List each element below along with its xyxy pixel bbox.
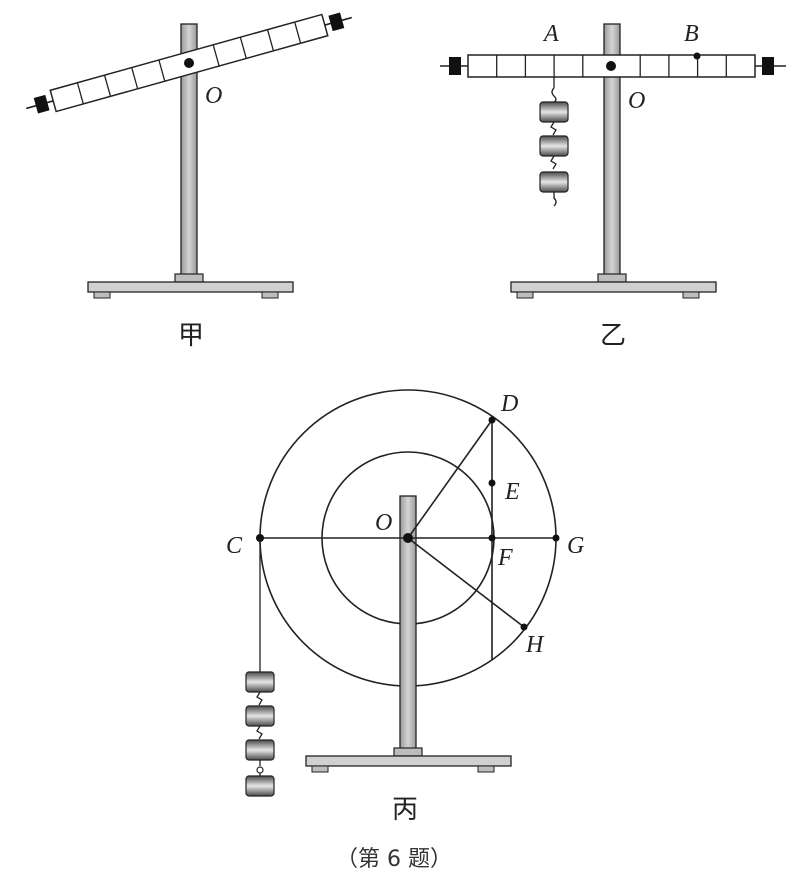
hanging-weights-a: [539, 77, 569, 207]
weight: [245, 705, 275, 727]
stand-base: [87, 281, 294, 293]
label-d: D: [500, 391, 518, 417]
pivot-point: [606, 61, 616, 71]
base-foot-right: [261, 291, 279, 299]
stand-base: [305, 755, 512, 767]
weight: [539, 135, 569, 157]
weight: [539, 101, 569, 123]
caption-bing: 丙: [392, 795, 418, 825]
point-h: [520, 623, 528, 631]
question-footnote: （第 6 题）: [336, 847, 452, 872]
base-foot-left: [516, 291, 534, 299]
label-c: C: [226, 533, 243, 559]
point-b: [693, 52, 701, 60]
label-g: G: [567, 533, 584, 559]
weight: [539, 171, 569, 193]
stand-collar: [393, 747, 423, 757]
base-foot-right: [682, 291, 700, 299]
label-b: B: [684, 21, 699, 47]
stand-collar: [174, 273, 204, 283]
weight: [245, 671, 275, 693]
caption-jia: 甲: [178, 321, 204, 351]
point-f: [488, 534, 496, 542]
base-foot-left: [311, 765, 329, 773]
line-od: [407, 419, 493, 539]
point-g: [552, 534, 560, 542]
hanging-weights-c: [245, 538, 275, 797]
pivot-label: O: [628, 88, 645, 114]
figure-yi: A B O 乙: [440, 21, 786, 351]
stand-collar: [597, 273, 627, 283]
label-f: F: [497, 545, 513, 571]
pivot-label: O: [205, 83, 222, 109]
weight: [245, 739, 275, 761]
weight: [245, 775, 275, 797]
pivot-point: [184, 58, 194, 68]
label-e: E: [504, 479, 520, 505]
base-foot-left: [93, 291, 111, 299]
figure-bing: O C D E F G H 丙: [226, 389, 584, 825]
label-o: O: [375, 510, 392, 536]
label-a: A: [542, 21, 559, 47]
point-e: [488, 479, 496, 487]
caption-yi: 乙: [600, 321, 626, 351]
point-o: [403, 533, 413, 543]
point-d: [488, 416, 496, 424]
figure-jia: O 甲: [26, 12, 352, 351]
line-oh: [407, 537, 525, 628]
base-foot-right: [477, 765, 495, 773]
stand-base: [510, 281, 717, 293]
label-h: H: [525, 632, 545, 658]
